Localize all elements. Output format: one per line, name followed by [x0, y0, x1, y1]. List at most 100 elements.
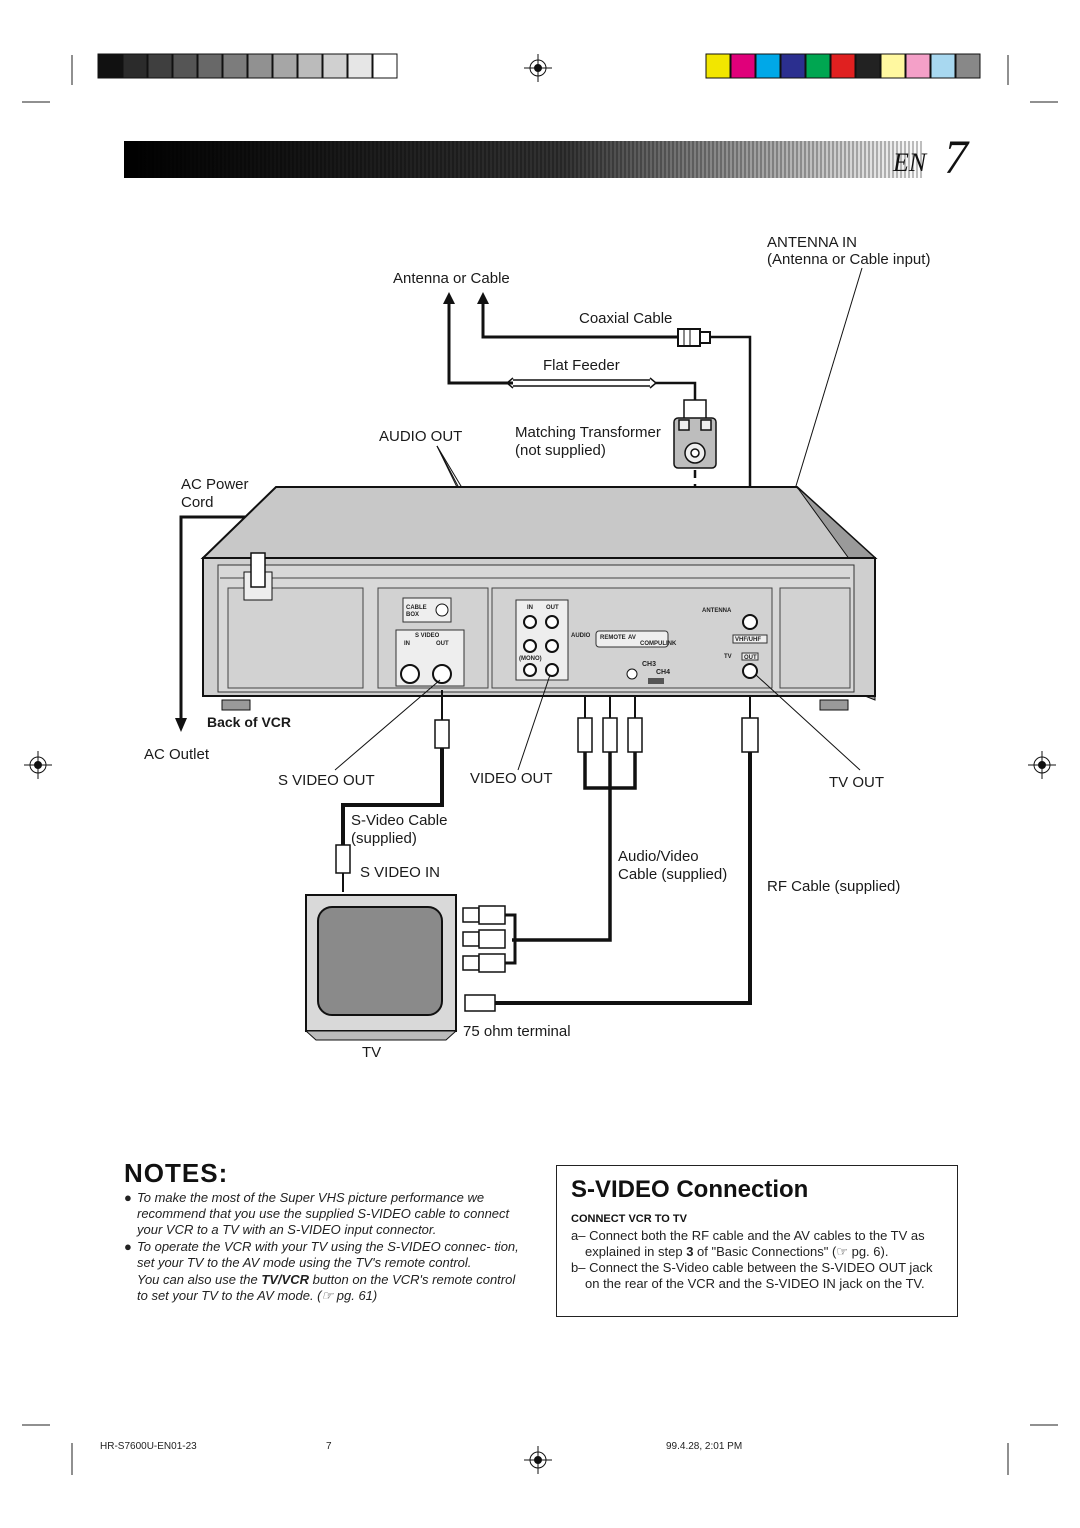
- svg-text:BOX: BOX: [406, 612, 419, 618]
- footer-timestamp: 99.4.28, 2:01 PM: [666, 1441, 743, 1452]
- footer-doc-id: HR-S7600U-EN01-23: [100, 1441, 197, 1452]
- antenna-arrows: [447, 302, 680, 385]
- label-matching-transformer: Matching Transformer: [515, 424, 661, 441]
- box-subtitle: CONNECT VCR TO TV: [571, 1213, 687, 1225]
- gray-swatch: [222, 53, 248, 79]
- registration-mark-left: [24, 751, 52, 779]
- box-title: S-VIDEO Connection: [571, 1176, 809, 1203]
- label-tv: TV: [362, 1044, 382, 1061]
- gray-swatch: [197, 53, 223, 79]
- box-item-a: a– Connect both the RF cable and the AV …: [571, 1228, 925, 1259]
- svg-text:(MONO): (MONO): [519, 656, 542, 662]
- color-bar: [705, 53, 981, 79]
- label-ac-power: AC Power: [181, 476, 249, 493]
- s-video-cable: [335, 690, 450, 892]
- gray-swatch: [147, 53, 173, 79]
- label-flat-feeder: Flat Feeder: [543, 357, 620, 374]
- bullet-icon: ●: [124, 1239, 132, 1254]
- gray-scale-bar: [97, 53, 398, 79]
- s-video-connection-box: S-VIDEO Connection CONNECT VCR TO TV a– …: [556, 1165, 958, 1317]
- arrow-head-left: [443, 292, 455, 304]
- language-label: EN: [893, 148, 927, 177]
- gray-swatch: [172, 53, 198, 79]
- label-not-supplied: (not supplied): [515, 442, 606, 459]
- label-antenna-or-cable: Antenna or Cable: [393, 270, 510, 287]
- color-swatch: [880, 53, 906, 79]
- color-swatch: [830, 53, 856, 79]
- label-supplied: (supplied): [351, 830, 417, 847]
- gray-swatch: [122, 53, 148, 79]
- label-cable-supplied: Cable (supplied): [618, 866, 728, 883]
- footer-page: 7: [326, 1441, 332, 1452]
- color-swatch: [930, 53, 956, 79]
- svg-text:AV: AV: [628, 635, 636, 641]
- registration-mark-bottom: [524, 1446, 552, 1474]
- svg-text:VHF/UHF: VHF/UHF: [735, 637, 761, 643]
- gray-swatch: [97, 53, 123, 79]
- notes-title: NOTES:: [124, 1158, 229, 1188]
- svg-text:OUT: OUT: [744, 655, 757, 661]
- rf-cable: [464, 695, 759, 1012]
- svg-text:COMPULINK: COMPULINK: [640, 641, 677, 647]
- gray-swatch: [272, 53, 298, 79]
- crop-marks: [22, 55, 1058, 1475]
- svg-text:REMOTE: REMOTE: [600, 635, 626, 641]
- gray-swatch: [247, 53, 273, 79]
- svg-text:CABLE: CABLE: [406, 605, 427, 611]
- arrow-head-right: [477, 292, 489, 304]
- label-tv-out: TV OUT: [829, 774, 884, 791]
- note-item: ●To operate the VCR with your TV using t…: [124, 1239, 519, 1270]
- registration-mark-top: [524, 54, 552, 82]
- svg-text:TV: TV: [724, 654, 732, 660]
- color-swatch: [730, 53, 756, 79]
- svg-text:AUDIO: AUDIO: [571, 633, 591, 639]
- svg-text:ANTENNA: ANTENNA: [702, 608, 732, 614]
- label-antenna-in: ANTENNA IN: [767, 234, 858, 251]
- box-item-b: b– Connect the S-Video cable between the…: [571, 1260, 933, 1291]
- label-video-out: VIDEO OUT: [470, 770, 553, 787]
- svg-text:CH4: CH4: [656, 669, 670, 676]
- label-antenna-in-sub: (Antenna or Cable input): [767, 251, 931, 268]
- svg-text:OUT: OUT: [436, 641, 449, 647]
- tv-icon: [304, 894, 458, 1041]
- svg-text:IN: IN: [527, 605, 533, 611]
- label-s-video-cable: S-Video Cable: [351, 812, 448, 829]
- av-cable: [512, 695, 643, 942]
- color-swatch: [905, 53, 931, 79]
- svg-text:IN: IN: [404, 641, 410, 647]
- gray-swatch: [347, 53, 373, 79]
- label-cord: Cord: [181, 494, 214, 511]
- label-s-video-out: S VIDEO OUT: [278, 772, 375, 789]
- label-back-of-vcr: Back of VCR: [207, 714, 292, 730]
- color-swatch: [780, 53, 806, 79]
- ac-outlet-arrow: [175, 718, 187, 732]
- svg-text:CH3: CH3: [642, 661, 656, 668]
- matching-transformer-icon: [673, 399, 717, 469]
- label-audio-video: Audio/Video: [618, 848, 699, 865]
- label-75-ohm-terminal: 75 ohm terminal: [463, 1023, 571, 1040]
- svg-text:S VIDEO: S VIDEO: [415, 633, 440, 639]
- color-swatch: [705, 53, 731, 79]
- label-coaxial-cable: Coaxial Cable: [579, 310, 673, 327]
- color-swatch: [855, 53, 881, 79]
- color-swatch: [955, 53, 981, 79]
- notes-list: ●To make the most of the Super VHS pictu…: [124, 1190, 522, 1305]
- bullet-icon: ●: [124, 1190, 132, 1205]
- note-extra: You can also use the TV/VCR button on th…: [137, 1272, 516, 1303]
- svg-text:OUT: OUT: [546, 605, 559, 611]
- label-audio-out: AUDIO OUT: [379, 428, 463, 445]
- gray-swatch: [372, 53, 398, 79]
- label-ac-outlet: AC Outlet: [144, 746, 210, 763]
- page-number: 7: [944, 131, 968, 184]
- color-swatch: [805, 53, 831, 79]
- label-s-video-in: S VIDEO IN: [360, 864, 441, 881]
- gray-swatch: [297, 53, 323, 79]
- color-swatch: [755, 53, 781, 79]
- tv-input-jacks: [462, 905, 506, 973]
- flat-feeder-icon: [505, 377, 697, 406]
- gray-swatch: [322, 53, 348, 79]
- registration-mark-right: [1028, 751, 1056, 779]
- label-rf-cable: RF Cable (supplied): [767, 878, 901, 895]
